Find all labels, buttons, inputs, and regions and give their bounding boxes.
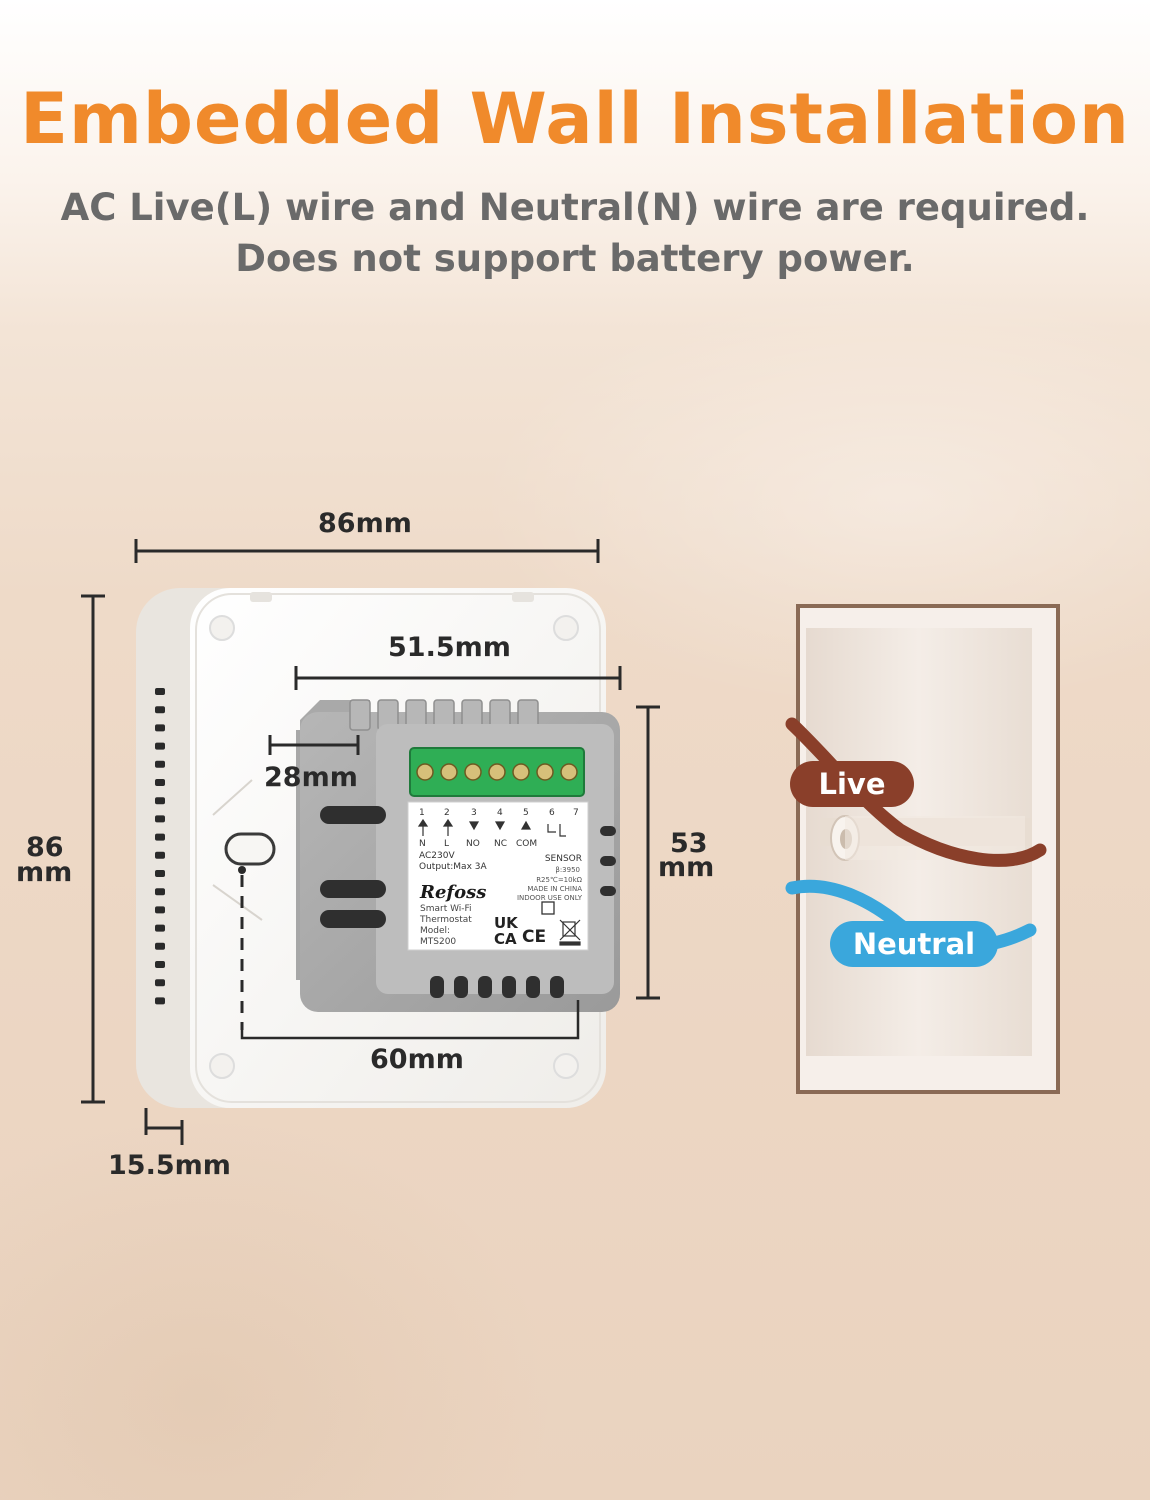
terminal-number: 2 [444,808,450,818]
dimension-height-total-value: 86 [26,832,64,863]
brand-logo: Refoss [419,882,486,903]
terminal-name: NC [494,839,507,849]
subtitle-line-1: AC Live(L) wire and Neutral(N) wire are … [60,186,1090,229]
vent-slot [155,779,165,786]
vent-slot [155,797,165,805]
vent-slot [155,833,165,841]
indoor-label: INDOOR USE ONLY [517,894,583,902]
sensor-label: SENSOR [545,854,582,864]
vent-slot [155,724,165,732]
dimension-height-module-unit: mm [658,852,715,883]
ukca-mark-top: UK [494,914,519,932]
terminal-number: 6 [549,808,555,818]
dimension-depth: 15.5mm [108,1150,231,1181]
vent-slot [155,906,165,914]
terminal-number: 7 [573,808,579,818]
side-vents [155,688,165,1005]
product-line: Smart Wi-Fi [420,904,472,914]
terminal-name: N [419,839,426,849]
terminal-name: COM [516,839,537,849]
vent-slot [155,815,165,823]
terminal-number: 4 [497,808,503,818]
output-rating: Output:Max 3A [419,862,487,872]
vent-slot [155,706,165,714]
terminal-block [409,747,585,797]
live-wire-label: Live [790,761,914,807]
vent-slot [155,870,165,877]
module-label-sticker: 1 2 3 4 5 6 7 N L NO NC COM AC230V Outpu… [407,801,589,951]
dimension-width-total: 86mm [318,508,412,539]
double-insulation-icon [541,901,555,915]
dimension-height-total-unit: mm [16,857,73,888]
weee-bin-icon [559,919,581,946]
vent-slot [155,961,165,968]
vent-slot [155,888,165,896]
vent-slot [155,942,165,950]
ukca-mark-bottom: CA [494,930,517,948]
product-line: Thermostat [419,915,472,925]
terminal-name: L [444,839,449,849]
dimension-mount-spacing: 60mm [370,1044,464,1075]
vent-slot [155,997,165,1005]
live-wire [785,717,1047,867]
dimension-height-module-value: 53 [670,828,708,859]
sensor-beta: β:3950 [555,866,580,874]
mount-slot [212,779,276,1030]
sensor-resistance: R25℃=10kΩ [536,876,582,884]
product-line: Model: [420,926,450,936]
ce-mark: CE [522,927,546,947]
terminal-number: 5 [523,808,529,818]
origin-label: MADE IN CHINA [527,885,582,893]
power-rating: AC230V [419,851,455,861]
vent-slot [155,760,165,768]
page-title: Embedded Wall Installation [20,78,1130,160]
subtitle-line-2: Does not support battery power. [235,237,915,280]
terminal-number: 3 [471,808,477,818]
terminal-name: NO [466,839,480,849]
vent-slot [155,979,165,987]
terminal-number: 1 [419,808,425,818]
neutral-wire-label: Neutral [830,921,998,967]
vent-slot [155,688,165,695]
dimension-module-offset: 28mm [264,762,358,793]
vent-slot [155,924,165,932]
vent-slot [155,742,165,750]
dimension-lines [81,539,660,1145]
vent-slot [155,851,165,859]
product-line: MTS200 [420,937,456,947]
dimension-width-module: 51.5mm [388,632,511,663]
